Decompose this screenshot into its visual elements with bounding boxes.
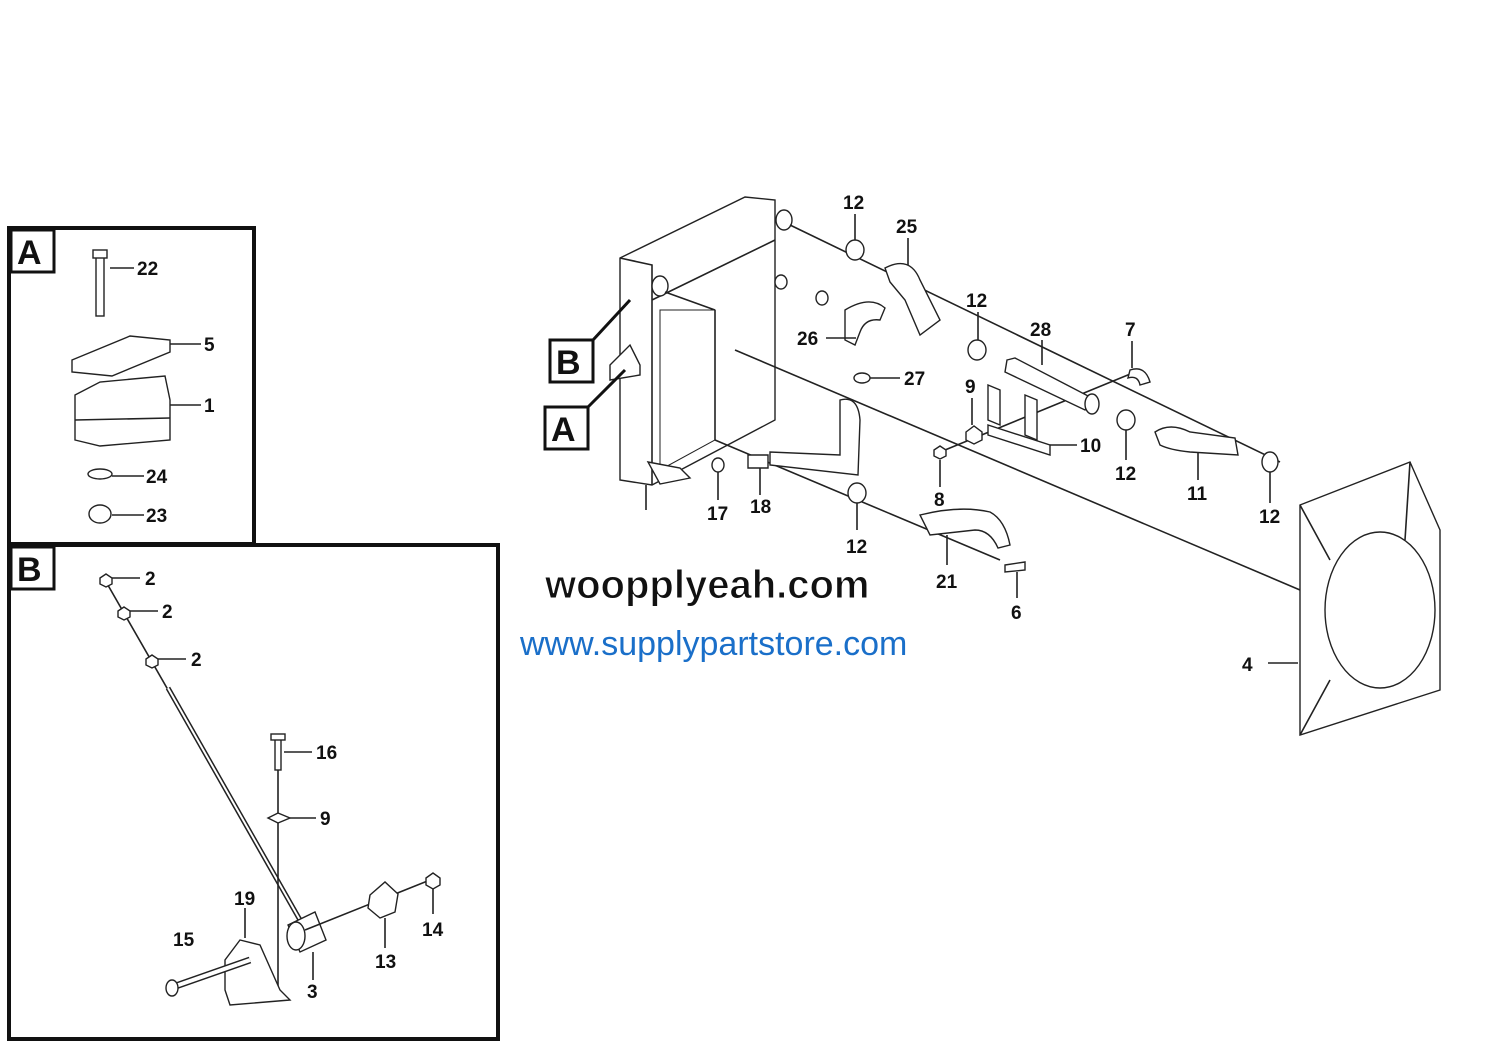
callout-number: 2 xyxy=(145,569,156,590)
plate-5 xyxy=(71,335,171,377)
callout-number: 23 xyxy=(146,506,167,527)
callout-number: 5 xyxy=(204,335,215,356)
inset-a-letter: A xyxy=(17,234,42,272)
hose-21 xyxy=(918,508,1011,549)
washer-24 xyxy=(87,468,113,480)
callout-number: 22 xyxy=(137,259,158,280)
mount-1 xyxy=(74,375,171,447)
pipe-28 xyxy=(1004,357,1093,411)
callout-number: 15 xyxy=(173,930,195,951)
callout-number: 27 xyxy=(904,369,925,390)
hose-25 xyxy=(884,262,941,337)
callout-number: 21 xyxy=(936,572,958,593)
callout-number: 19 xyxy=(234,889,255,910)
bracket-10 xyxy=(987,424,1051,456)
callout-number: 12 xyxy=(843,193,864,214)
plate-13 xyxy=(367,881,399,919)
callout-number: 24 xyxy=(146,467,168,488)
marker-b: B xyxy=(556,344,581,382)
inset-b-letter: B xyxy=(17,551,42,589)
callout-number: 28 xyxy=(1030,320,1051,341)
callout-number: 12 xyxy=(846,537,867,558)
nut-14 xyxy=(425,872,441,890)
bolt-22 xyxy=(95,253,105,317)
fan-shroud-4 xyxy=(1299,461,1441,736)
callout-number: 10 xyxy=(1080,436,1101,457)
hoses xyxy=(664,224,1301,591)
radiator xyxy=(609,196,793,486)
callout-number: 17 xyxy=(707,504,728,525)
watermark-blue: www.supplypartstore.com xyxy=(519,625,907,663)
callout-number: 7 xyxy=(1125,320,1136,341)
hose-11 xyxy=(1154,426,1239,456)
callout-number: 6 xyxy=(1011,603,1022,624)
callout-number: 14 xyxy=(422,920,444,941)
callout-number: 3 xyxy=(307,982,318,1003)
hose-26 xyxy=(844,301,886,346)
watermark-dark: woopplyeah.com xyxy=(544,563,870,607)
callout-number: 25 xyxy=(896,217,918,238)
callout-number: 9 xyxy=(965,377,976,398)
callout-number: 1 xyxy=(204,396,215,417)
callout-number: 8 xyxy=(934,490,945,511)
callout-number: 9 xyxy=(320,809,331,830)
inset-a: A 22 5 1 24 23 xyxy=(7,226,256,546)
marker-a: A xyxy=(551,411,576,449)
callout-number: 26 xyxy=(797,329,818,350)
callout-number: 16 xyxy=(316,743,337,764)
callout-labels: 12 25 12 28 7 26 27 9 10 12 11 12 8 17 1… xyxy=(645,193,1298,676)
callout-number: 12 xyxy=(1115,464,1136,485)
callout-number: 18 xyxy=(750,497,771,518)
callout-number: 4 xyxy=(1242,655,1253,676)
callout-number: 12 xyxy=(966,291,987,312)
bracket-19 xyxy=(224,939,292,1006)
callout-number: 11 xyxy=(1187,484,1208,505)
callout-number: 12 xyxy=(1259,507,1280,528)
inset-b: B 2 2 2 16 9 19 15 3 13 14 xyxy=(7,543,500,1041)
callout-number: 2 xyxy=(162,602,173,623)
callout-number: 2 xyxy=(191,650,202,671)
nut-23 xyxy=(88,504,112,524)
callout-number: 13 xyxy=(375,952,396,973)
